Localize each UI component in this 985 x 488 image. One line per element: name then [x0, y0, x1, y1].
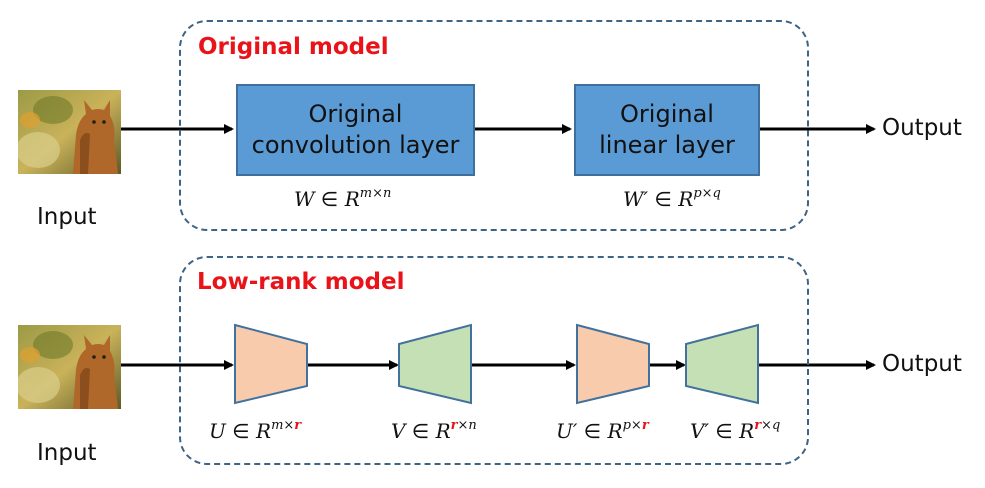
original-model-title: Original model	[198, 34, 389, 60]
factor-v-prime-trapezoid	[685, 323, 759, 405]
factor-v-formula: V ∈ Rr×n	[391, 418, 477, 443]
cat-photo-icon	[18, 325, 121, 409]
low-rank-model-title: Low-rank model	[197, 269, 405, 295]
original-convolution-layer: Original convolution layer	[236, 84, 475, 176]
linear-layer-line1: Original	[620, 99, 714, 128]
original-linear-layer: Original linear layer	[574, 84, 760, 176]
conv-weight-formula: W ∈ Rm×n	[294, 186, 392, 211]
factor-u-formula: U ∈ Rm×r	[209, 418, 302, 443]
linear-weight-formula: W′ ∈ Rp×q	[623, 186, 721, 211]
cat-photo-icon	[18, 90, 121, 174]
factor-v-trapezoid	[398, 323, 472, 405]
output-label-low-rank: Output	[882, 351, 962, 377]
conv-layer-line1: Original	[308, 99, 403, 128]
rank-symbol: r	[294, 418, 302, 433]
linear-layer-line2: linear layer	[599, 131, 735, 159]
factor-u-prime-trapezoid	[576, 323, 650, 405]
rank-symbol: r	[641, 418, 649, 433]
low-rank-model-panel	[179, 256, 809, 465]
input-label-low-rank: Input	[37, 440, 97, 466]
original-model-panel	[179, 20, 809, 231]
rank-symbol: r	[754, 418, 762, 433]
factor-u-prime-formula: U′ ∈ Rp×r	[556, 418, 649, 443]
rank-symbol: r	[450, 418, 458, 433]
conv-layer-line2: convolution layer	[251, 131, 460, 159]
factor-u-trapezoid	[234, 323, 308, 405]
input-label-original: Input	[37, 204, 97, 230]
output-label-original: Output	[882, 115, 962, 141]
factor-v-prime-formula: V′ ∈ Rr×q	[690, 418, 781, 443]
